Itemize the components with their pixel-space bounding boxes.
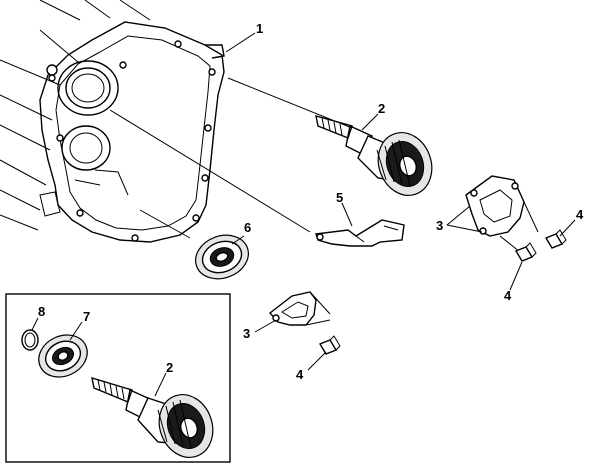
shift-lever bbox=[315, 219, 405, 247]
callout-bolt-left: 4 bbox=[296, 367, 304, 382]
bearing-main bbox=[195, 234, 249, 280]
bolt-right-bottom bbox=[514, 242, 537, 262]
callout-bolt-right-top: 4 bbox=[576, 207, 584, 222]
bolt-right-top bbox=[544, 229, 567, 249]
callout-input-shaft-inset: 2 bbox=[166, 360, 173, 375]
callout-retainer-left: 3 bbox=[243, 326, 250, 341]
input-shaft-gear-inset bbox=[91, 376, 214, 458]
bearing-inset bbox=[38, 334, 88, 378]
retainer-right bbox=[465, 175, 539, 253]
callout-bearing-inset: 7 bbox=[83, 309, 90, 324]
callout-housing: 1 bbox=[256, 21, 263, 36]
callout-snap-ring: 8 bbox=[38, 304, 45, 319]
leader-lines bbox=[31, 32, 576, 397]
input-shaft-gear-top bbox=[227, 77, 433, 196]
callout-lever: 5 bbox=[336, 190, 343, 205]
snap-ring bbox=[21, 329, 39, 351]
transmission-housing bbox=[0, 0, 311, 243]
callout-retainer-right: 3 bbox=[436, 218, 443, 233]
callout-bolt-right-bottom: 4 bbox=[504, 288, 512, 303]
bolt-left bbox=[318, 335, 341, 355]
callout-input-shaft: 2 bbox=[378, 101, 385, 116]
retainer-left bbox=[268, 291, 331, 326]
callout-bearing-main: 6 bbox=[244, 220, 251, 235]
inset-box bbox=[5, 293, 231, 463]
